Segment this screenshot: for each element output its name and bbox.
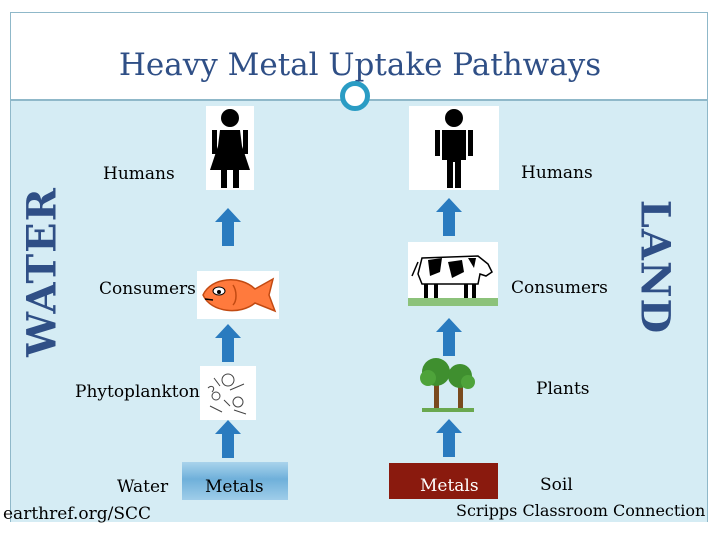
up-arrow-icon (215, 324, 241, 362)
man-icon (409, 106, 499, 190)
side-label-land: LAND (631, 199, 679, 335)
land-metals-label: Metals (420, 476, 479, 496)
up-arrow-icon (436, 318, 462, 356)
up-arrow-icon (436, 419, 462, 457)
water-producers-label: Phytoplankton (75, 382, 200, 402)
soil-metals-box (389, 463, 498, 499)
footer-organization-credit: Scripps Classroom Connection (456, 501, 706, 520)
diagram-panel (10, 100, 708, 522)
page-title: Heavy Metal Uptake Pathways (118, 47, 602, 83)
water-humans-label: Humans (103, 164, 175, 184)
water-metals-box (182, 462, 288, 500)
woman-icon (206, 106, 254, 190)
ring-decoration-icon (340, 81, 370, 111)
phytoplankton-icon (200, 366, 256, 420)
land-humans-label: Humans (521, 163, 593, 183)
trees-icon (420, 358, 475, 412)
up-arrow-icon (436, 198, 462, 236)
cow-icon (408, 242, 498, 306)
water-metals-label: Metals (205, 477, 264, 497)
side-label-water: WATER (18, 187, 66, 357)
footer-source-credit: earthref.org/SCC (3, 504, 152, 524)
land-source-label: Soil (540, 475, 573, 495)
up-arrow-icon (215, 420, 241, 458)
land-producers-label: Plants (536, 379, 590, 399)
water-source-label: Water (117, 477, 169, 497)
fish-icon (197, 271, 279, 319)
water-consumers-label: Consumers (99, 279, 196, 299)
up-arrow-icon (215, 208, 241, 246)
land-consumers-label: Consumers (511, 278, 608, 298)
